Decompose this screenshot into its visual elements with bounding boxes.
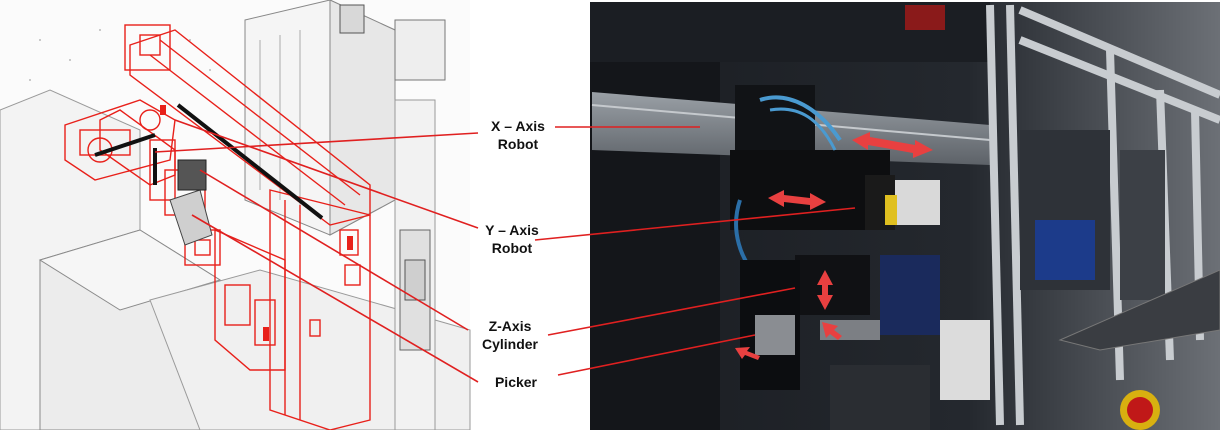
z-axis-callout-left xyxy=(199,169,469,331)
machine-photo xyxy=(590,2,1220,430)
cad-red-tag-1 xyxy=(347,236,353,250)
photo-picker xyxy=(755,315,795,355)
y-axis-callout-left xyxy=(174,119,479,229)
x-axis-callout-left xyxy=(154,132,479,153)
photo-red-part xyxy=(905,5,945,30)
photo-picker-arrow-1 xyxy=(822,322,842,340)
picker-callout-right xyxy=(557,334,756,376)
y-axis-robot-label: Y – Axis Robot xyxy=(472,221,552,257)
y-axis-label-line1: Y – Axis xyxy=(485,222,539,238)
y-axis-callout-right xyxy=(534,207,856,241)
x-axis-label-line2: Robot xyxy=(497,136,539,152)
cad-red-tag-2 xyxy=(263,327,269,341)
cad-y-motion-arrow xyxy=(94,133,156,157)
cad-x-motion-arrow xyxy=(176,103,324,220)
photo-x-motion-arrow xyxy=(852,132,933,158)
y-axis-label-line2: Robot xyxy=(491,240,533,256)
cad-block-top xyxy=(38,229,222,311)
photo-enclosure-frame xyxy=(986,4,1220,426)
picker-label: Picker xyxy=(476,373,556,391)
x-axis-robot-label: X – Axis Robot xyxy=(478,117,558,153)
photo-picker-arrow-2 xyxy=(735,347,760,360)
z-axis-label-line1: Z-Axis xyxy=(488,318,532,334)
photo-y-motion-arrow xyxy=(768,190,826,210)
z-axis-label-line2: Cylinder xyxy=(481,336,538,352)
cad-base-table xyxy=(149,269,471,430)
photo-z-motion-arrow xyxy=(817,270,833,310)
photo-mesh-table xyxy=(1058,269,1220,351)
cad-drawing xyxy=(0,0,471,430)
cad-cabinet-side xyxy=(329,0,396,236)
cad-gantry xyxy=(64,24,371,430)
photo-y-carriage xyxy=(730,150,890,230)
cad-picker-part xyxy=(169,189,213,246)
picker-label-line1: Picker xyxy=(494,374,538,390)
z-axis-callout-right xyxy=(547,287,796,336)
x-axis-label-line1: X – Axis xyxy=(491,118,545,134)
picker-callout-left xyxy=(191,214,479,383)
z-axis-cylinder-label: Z-Axis Cylinder xyxy=(470,317,550,353)
callout-lines xyxy=(154,119,856,383)
photo-servo-motor xyxy=(890,180,940,225)
cad-motor xyxy=(339,4,365,34)
